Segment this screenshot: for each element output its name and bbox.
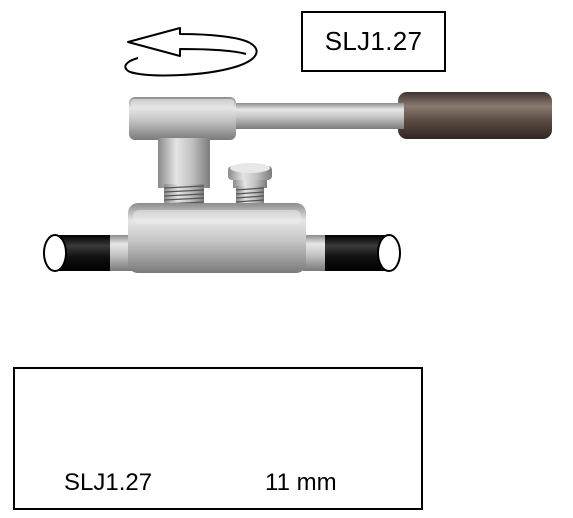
left-thread: [163, 184, 205, 206]
socket-size-label: 11 mm: [265, 469, 337, 496]
model-label: SLJ1.27: [324, 26, 423, 56]
adjustment-screw: [228, 163, 272, 206]
tool-body: [128, 203, 306, 273]
right-pipe: [303, 234, 401, 272]
handle-shaft: [228, 103, 404, 129]
handle-grip: [398, 92, 552, 139]
socket-model-label: SLJ1.27: [64, 469, 153, 496]
model-label-box: SLJ1.27: [301, 11, 446, 72]
socket-info-panel: SLJ1.27 11 mm: [13, 367, 423, 510]
left-pipe: [43, 234, 132, 272]
ratchet-head: [129, 97, 236, 140]
counterclockwise-arrow-icon: [124, 27, 258, 77]
spindle-column: [158, 138, 210, 188]
